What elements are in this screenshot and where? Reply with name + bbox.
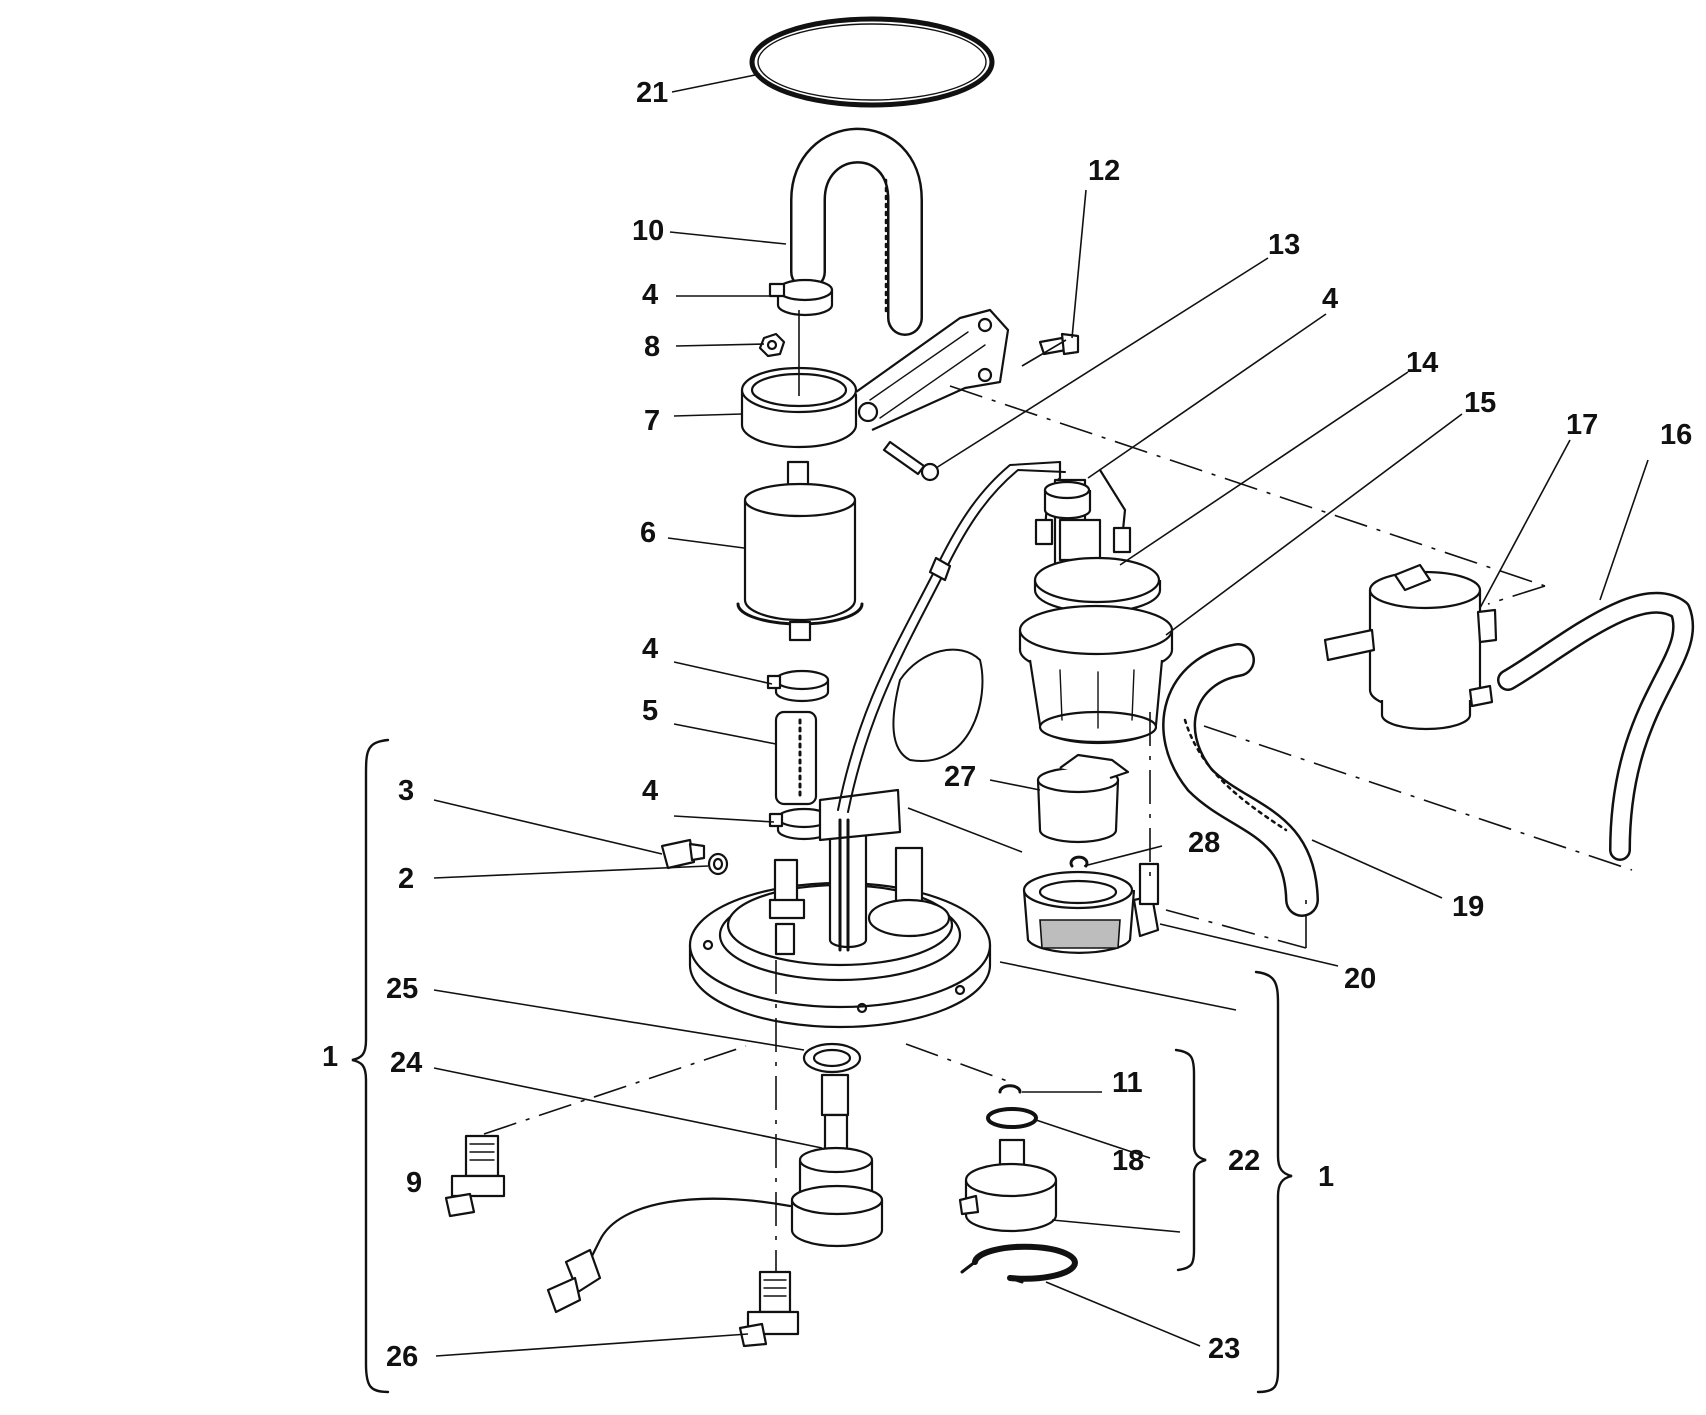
callout-labels: 21 10 12 13 4 4 8 7 14 15 17 16 6 4 5 27… (322, 77, 1692, 1373)
callout-8: 8 (644, 331, 660, 363)
part-11-retainer (998, 1084, 1022, 1094)
callout-25: 25 (386, 973, 418, 1005)
callout-19: 19 (1452, 891, 1484, 923)
callout-6: 6 (640, 517, 656, 549)
callout-1-left: 1 (322, 1041, 338, 1073)
part-4-clamp-middle (766, 669, 830, 703)
callout-26: 26 (386, 1341, 418, 1373)
callout-21: 21 (636, 77, 668, 109)
callout-2: 2 (398, 863, 414, 895)
part-19-hose (1162, 643, 1319, 917)
part-7-bracket (740, 308, 1010, 449)
callout-27: 27 (944, 761, 976, 793)
part-1-pump-flange (688, 788, 992, 1029)
part-15-pump-sleeve (1018, 604, 1174, 745)
callout-17: 17 (1566, 409, 1598, 441)
callout-1-right: 1 (1318, 1161, 1334, 1193)
callout-13: 13 (1268, 229, 1300, 261)
callout-20: 20 (1344, 963, 1376, 995)
callout-5: 5 (642, 695, 658, 727)
callout-3: 3 (398, 775, 414, 807)
callout-14: 14 (1406, 347, 1438, 379)
callout-4-lower: 4 (642, 775, 658, 807)
callout-28: 28 (1188, 827, 1220, 859)
brace-left-1 (351, 738, 390, 1394)
callout-16: 16 (1660, 419, 1692, 451)
part-3-fitting (660, 838, 706, 870)
part-4-clamp-lower (768, 807, 832, 841)
callout-4-top: 4 (642, 279, 658, 311)
part-2-washer (707, 852, 729, 876)
part-26-fitting (738, 1270, 800, 1348)
callout-11: 11 (1112, 1067, 1143, 1099)
part-5-short-hose (774, 710, 818, 806)
part-25-gasket (802, 1042, 862, 1074)
part-24-sender-unit (546, 1073, 884, 1314)
part-20-strainer (1022, 862, 1160, 954)
brace-right-22 (1174, 1048, 1207, 1272)
part-23-snap-ring (960, 1243, 1078, 1284)
part-4-clamp-top (768, 278, 834, 317)
leader-lines (433, 73, 1649, 1357)
callout-22: 22 (1228, 1145, 1260, 1177)
brace-right-1 (1254, 970, 1293, 1394)
part-17-damper (1323, 563, 1498, 731)
part-27-cap (1036, 753, 1130, 844)
callout-4-middle: 4 (642, 633, 658, 665)
callout-18: 18 (1112, 1145, 1144, 1177)
part-14-fuel-pump (1033, 478, 1162, 614)
callout-7: 7 (644, 405, 660, 437)
callout-24: 24 (390, 1047, 422, 1079)
callout-10: 10 (632, 215, 664, 247)
pressure-regulator (958, 1138, 1058, 1233)
part-10-curved-hose (790, 127, 923, 336)
assembly-dash-lines (483, 385, 1633, 1272)
callout-12: 12 (1088, 155, 1120, 187)
part-12-screw (1038, 332, 1080, 356)
callout-9: 9 (406, 1167, 422, 1199)
callout-4-pump: 4 (1322, 283, 1338, 315)
callout-23: 23 (1208, 1333, 1240, 1365)
part-21-o-ring (749, 16, 995, 108)
part-13-screw (882, 440, 940, 482)
part-18-o-ring (986, 1107, 1038, 1129)
callout-15: 15 (1464, 387, 1496, 419)
part-9-fitting (444, 1134, 506, 1218)
part-28-clip (1069, 855, 1089, 868)
part-6-fuel-filter (736, 460, 864, 642)
part-16-long-hose (1497, 591, 1695, 861)
part-8-nut (758, 332, 786, 358)
